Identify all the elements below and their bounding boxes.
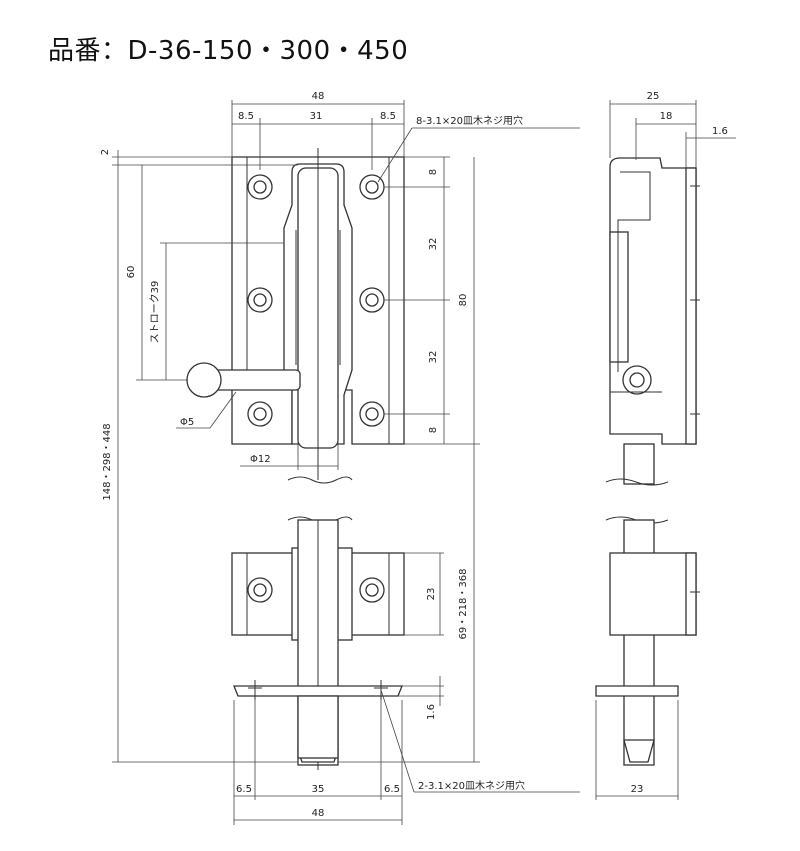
dim-top-width: 48 [312, 91, 325, 102]
screw-note-top: 8-3.1×20皿木ネジ用穴 [416, 114, 523, 127]
dim-phi12: Φ12 [250, 454, 271, 465]
screw-hole-icon [247, 577, 385, 603]
dim-side-thickness: 1.6 [712, 126, 728, 137]
dim-lower-length: 69・218・368 [458, 569, 469, 640]
knob-icon [186, 362, 301, 398]
front-strike-plate [233, 680, 403, 759]
dim-side-inner: 18 [660, 111, 673, 122]
screw-hole-icon [247, 174, 385, 427]
page-title: 品番：D-36-150・300・450 [48, 36, 409, 66]
dim-offset-2: 2 [100, 149, 111, 155]
dim-bottom-center: 35 [312, 784, 325, 795]
dim-right-32-b: 32 [428, 351, 439, 364]
dim-right-32-a: 32 [428, 238, 439, 251]
dim-right-8-bottom: 8 [428, 427, 439, 433]
dimension-labels: 48 8.5 31 8.5 8-3.1×20皿木ネジ用穴 25 18 1.6 8… [100, 91, 728, 819]
screw-note-bottom: 2-3.1×20皿木ネジ用穴 [418, 779, 525, 792]
dim-bottom-width: 48 [312, 808, 325, 819]
dim-top-right-margin: 8.5 [380, 111, 396, 122]
dim-overall-length: 148・298・448 [102, 423, 113, 500]
dim-side-width: 25 [647, 91, 660, 102]
dim-lower-23: 23 [426, 588, 437, 601]
dim-plate-thickness: 1.6 [426, 704, 437, 720]
dim-bottom-right-margin: 6.5 [384, 784, 400, 795]
dim-bottom-left-margin: 6.5 [236, 784, 252, 795]
dimension-lines [112, 100, 736, 825]
side-view-upper [609, 157, 700, 485]
dim-top-left-margin: 8.5 [238, 111, 254, 122]
dim-side-bottom-width: 23 [631, 784, 644, 795]
dim-left-60: 60 [126, 266, 137, 279]
dim-right-80: 80 [458, 294, 469, 307]
dim-phi5: Φ5 [180, 417, 194, 428]
dim-right-8-top: 8 [428, 169, 439, 175]
dim-stroke: ストローク39 [149, 281, 161, 344]
dim-top-center: 31 [310, 111, 323, 122]
side-view-lower [595, 519, 700, 766]
